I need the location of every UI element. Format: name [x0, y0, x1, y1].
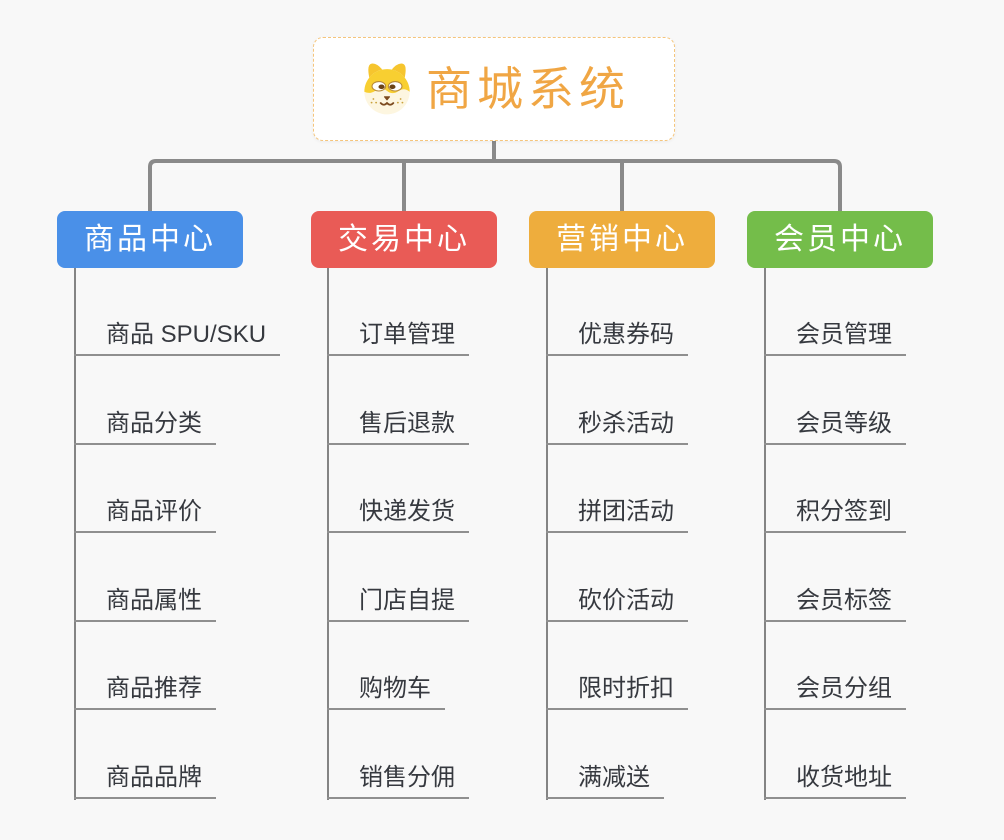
leaf-node[interactable]: 满减送: [546, 759, 664, 799]
shiba-dog-icon: [358, 60, 416, 118]
leaf-node[interactable]: 优惠券码: [546, 316, 688, 356]
leaf-node[interactable]: 秒杀活动: [546, 405, 688, 445]
leaf-node[interactable]: 快递发货: [327, 493, 469, 533]
leaf-node[interactable]: 商品推荐: [74, 670, 216, 710]
leaf-node[interactable]: 会员分组: [764, 670, 906, 710]
leaf-node[interactable]: 收货地址: [764, 759, 906, 799]
leaf-node[interactable]: 拼团活动: [546, 493, 688, 533]
branch-label: 营销中心: [556, 222, 688, 256]
branch-label: 会员中心: [774, 222, 906, 256]
leaf-node[interactable]: 商品 SPU/SKU: [74, 316, 281, 356]
leaf-node[interactable]: 购物车: [327, 670, 445, 710]
leaf-node[interactable]: 会员标签: [764, 582, 906, 622]
leaf-node[interactable]: 会员等级: [764, 405, 906, 445]
leaf-node[interactable]: 销售分佣: [327, 759, 469, 799]
leaf-node[interactable]: 会员管理: [764, 316, 906, 356]
branch-bus-line: [148, 159, 842, 211]
leaf-node[interactable]: 门店自提: [327, 582, 469, 622]
branch-node-marketing-center[interactable]: 营销中心: [529, 211, 715, 268]
leaf-node[interactable]: 订单管理: [327, 316, 469, 356]
leaf-node[interactable]: 商品评价: [74, 493, 216, 533]
branch-label: 交易中心: [338, 222, 470, 256]
branch-label: 商品中心: [84, 222, 216, 256]
branch-node-product-center[interactable]: 商品中心: [57, 211, 243, 268]
leaf-node[interactable]: 积分签到: [764, 493, 906, 533]
leaf-node[interactable]: 商品品牌: [74, 759, 216, 799]
root-title: 商城系统: [426, 63, 630, 115]
leaf-node[interactable]: 商品属性: [74, 582, 216, 622]
leaf-node[interactable]: 砍价活动: [546, 582, 688, 622]
leaf-node[interactable]: 售后退款: [327, 405, 469, 445]
root-node[interactable]: 商城系统: [313, 37, 675, 141]
leaf-node[interactable]: 商品分类: [74, 405, 216, 445]
branch-node-member-center[interactable]: 会员中心: [747, 211, 933, 268]
branch-node-trade-center[interactable]: 交易中心: [311, 211, 497, 268]
leaf-node[interactable]: 限时折扣: [546, 670, 688, 710]
